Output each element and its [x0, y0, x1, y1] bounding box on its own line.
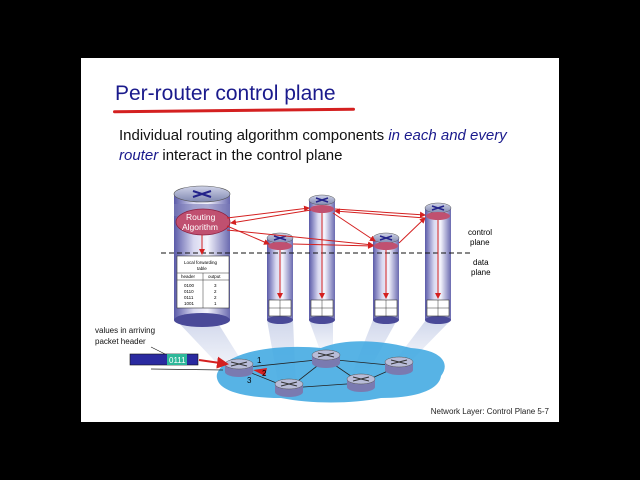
forwarding-table-cell: 1	[214, 301, 217, 306]
forwarding-table-cell: 0100	[184, 283, 195, 288]
packet-header-field	[167, 354, 187, 365]
port-label-1: 1	[257, 356, 262, 365]
routing-algorithm-blob	[175, 208, 231, 236]
forwarding-table-header-col1: header	[181, 274, 196, 279]
arriving-label-pointer	[150, 346, 166, 355]
arriving-label-line2: packet header	[95, 337, 146, 346]
forwarding-table-cell: 0110	[184, 289, 194, 294]
network-router-1	[224, 358, 254, 377]
incoming-packet-arrow	[198, 356, 229, 369]
port-label-2: 2	[262, 369, 267, 378]
slide-title: Per-router control plane	[115, 82, 336, 105]
control-plane-label-line2: plane	[470, 238, 490, 247]
routing-algorithm-label-line1: Routing	[186, 212, 216, 222]
body-text-part1: Individual routing algorithm components	[119, 127, 389, 144]
packet	[129, 353, 199, 366]
packet-value: 0111	[169, 356, 186, 365]
forwarding-table-cell: 2	[214, 295, 217, 300]
slide-body-text: Individual routing algorithm components …	[119, 126, 549, 166]
body-text-emphasis: in each and every router	[119, 127, 507, 164]
forwarding-table-title-line1: Local forwarding	[184, 260, 218, 265]
slide-footer: Network Layer: Control Plane 5-7	[430, 407, 549, 416]
body-text-part2: interact in the control plane	[158, 147, 343, 164]
arriving-label-line1: values in arriving	[95, 326, 155, 335]
network-router-4	[346, 373, 376, 392]
router-column-2	[266, 232, 294, 324]
control-plane-diagram: 1 2 3 0111 values in arriving packet hea…	[95, 185, 492, 403]
forwarding-table-cell: 1001	[184, 301, 195, 306]
forwarding-table-header-col2: output	[208, 274, 221, 279]
control-plane-label-line1: control	[468, 228, 492, 237]
network-router-5	[384, 356, 414, 375]
control-messages	[199, 205, 441, 299]
network-cloud	[216, 341, 445, 403]
network-router-3	[274, 378, 304, 397]
beam-3	[309, 320, 333, 353]
forwarding-table-cell: 2	[214, 289, 217, 294]
forwarding-table-title-line2: table	[197, 266, 207, 271]
routing-algorithm-label-line2: Algorithm	[182, 222, 218, 232]
data-plane-label-line2: plane	[471, 268, 491, 277]
forwarding-table-cell: 3	[214, 283, 217, 288]
data-plane-label-line1: data	[473, 258, 489, 267]
port-label-3: 3	[247, 376, 252, 385]
slide: Per-router control plane Individual rout…	[81, 58, 559, 422]
forwarding-table: Local forwarding table header output 010…	[176, 255, 230, 309]
forwarding-table-cell: 0111	[184, 295, 194, 300]
network-router-2	[311, 349, 341, 368]
outgoing-port-arrow	[253, 368, 267, 376]
